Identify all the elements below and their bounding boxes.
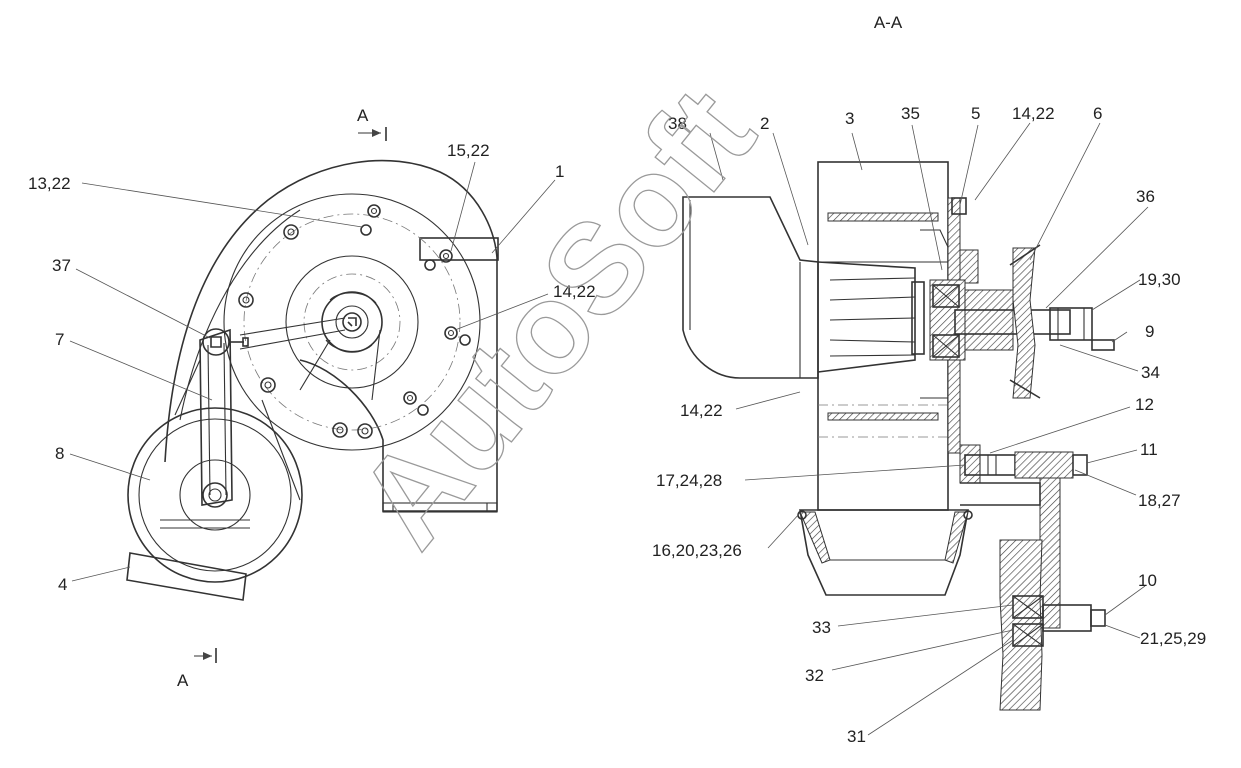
tension-arm [199,317,346,506]
section-mark-bottom-label: A [177,671,189,690]
left-view: A A [69,106,556,690]
callout-right-1: 2 [760,114,769,133]
right-leaders [709,122,1149,736]
callout-left-6: 8 [55,444,64,463]
outlet-hopper [797,509,973,596]
lower-pulley [127,407,303,583]
callout-left-1: 15,22 [447,141,490,160]
fan-housing [164,159,498,512]
callout-labels: 13,22 15,22 1 37 14,22 7 8 4 38 2 3 35 5… [28,104,1206,746]
callout-right-12: 12 [1135,395,1154,414]
callout-right-9: 9 [1145,322,1154,341]
callout-left-4: 14,22 [553,282,596,301]
callout-left-0: 13,22 [28,174,71,193]
callout-right-6: 6 [1093,104,1102,123]
callout-right-18: 33 [812,618,831,637]
callout-right-14: 17,24,28 [656,471,722,490]
section-mark-top: A [357,106,387,141]
callout-right-0: 38 [668,114,687,133]
callout-left-2: 1 [555,162,564,181]
section-view [682,122,1149,736]
callout-right-11: 14,22 [680,401,723,420]
impeller-disc [223,193,481,451]
watermark: AutoSoft [331,63,782,573]
section-mark-top-label: A [357,106,369,125]
housing-bolts [238,204,471,439]
callout-left-7: 4 [58,575,67,594]
outlet-flange [382,237,499,513]
section-title: A-A [874,13,903,32]
callout-left-5: 7 [55,330,64,349]
callout-right-7: 36 [1136,187,1155,206]
base-block [126,552,247,601]
callout-right-19: 21,25,29 [1140,629,1206,648]
callout-right-4: 5 [971,104,980,123]
section-mark-bottom: A [177,648,217,690]
left-leaders [69,161,556,582]
callout-right-5: 14,22 [1012,104,1055,123]
callout-right-10: 34 [1141,363,1160,382]
callout-right-15: 18,27 [1138,491,1181,510]
bearing-housing [929,279,1071,361]
callout-right-13: 11 [1140,440,1158,459]
callout-right-2: 3 [845,109,854,128]
idler-pulley [999,539,1106,711]
callout-left-3: 37 [52,256,71,275]
callout-right-20: 32 [805,666,824,685]
callout-right-17: 10 [1138,571,1157,590]
drive-pulley [1009,244,1115,399]
callout-right-21: 31 [847,727,866,746]
callout-right-3: 35 [901,104,920,123]
callout-right-8: 19,30 [1138,270,1181,289]
tensioner-assembly [959,444,1088,629]
callout-right-16: 16,20,23,26 [652,541,742,560]
